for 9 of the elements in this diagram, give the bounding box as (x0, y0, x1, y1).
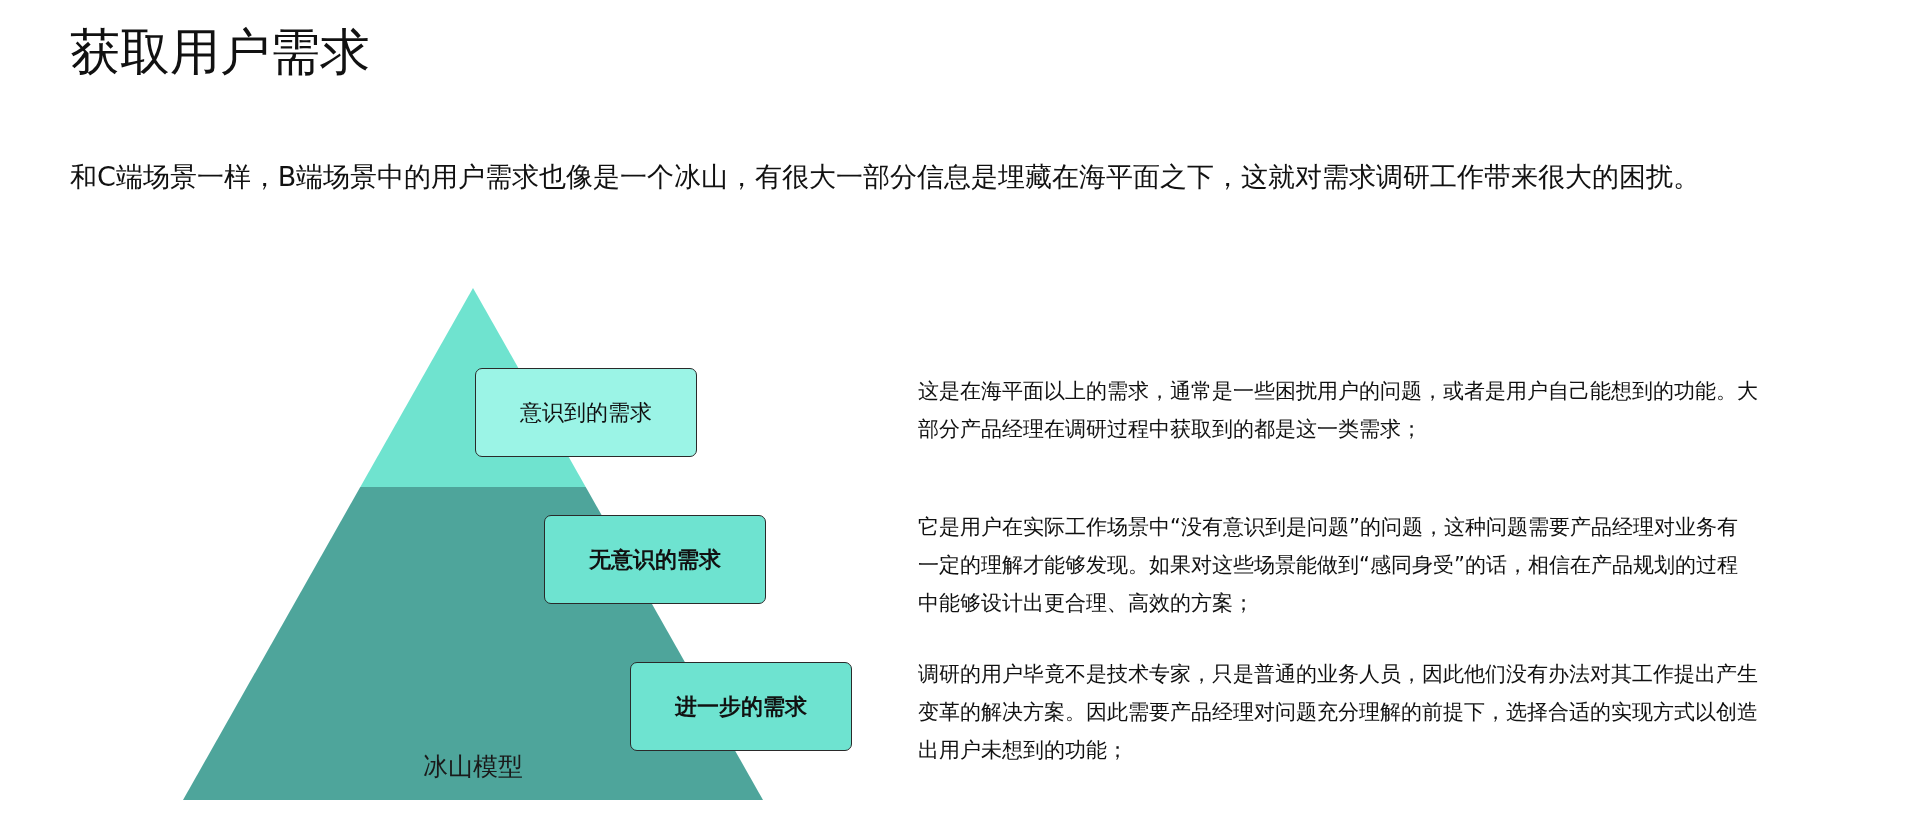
description-text: 这是在海平面以上的需求，通常是一些困扰用户的问题，或者是用户自己能想到的功能。大部分产品经理在调研过程中获取到的都是这一类需求； (918, 378, 1758, 443)
pyramid-label: 冰山模型 (422, 751, 524, 783)
description-text: 它是用户在实际工作场景中“没有意识到是问题”的问题，这种问题需要产品经理对业务有一定的理解才能够发现。如果对这些场景能做到“感同身受”的话，相信在产品规划的过程中能够设计出更合理、高效的方案； (918, 514, 1739, 617)
need-box: 无意识的需求 (544, 515, 766, 604)
need-box: 意识到的需求 (475, 368, 697, 457)
intro-text: 和C端场景一样，B端场景中的用户需求也像是一个冰山，有很大一部分信息是埋藏在海平面之下，这就对需求调研工作带来很大的困扰。 (70, 160, 1701, 194)
page-title: 获取用户需求 (70, 22, 370, 82)
description-text: 调研的用户毕竟不是技术专家，只是普通的业务人员，因此他们没有办法对其工作提出产生变革的解决方案。因此需要产品经理对问题充分理解的前提下，选择合适的实现方式以创造出用户未想到的功能； (918, 661, 1758, 764)
need-box: 进一步的需求 (630, 662, 852, 751)
